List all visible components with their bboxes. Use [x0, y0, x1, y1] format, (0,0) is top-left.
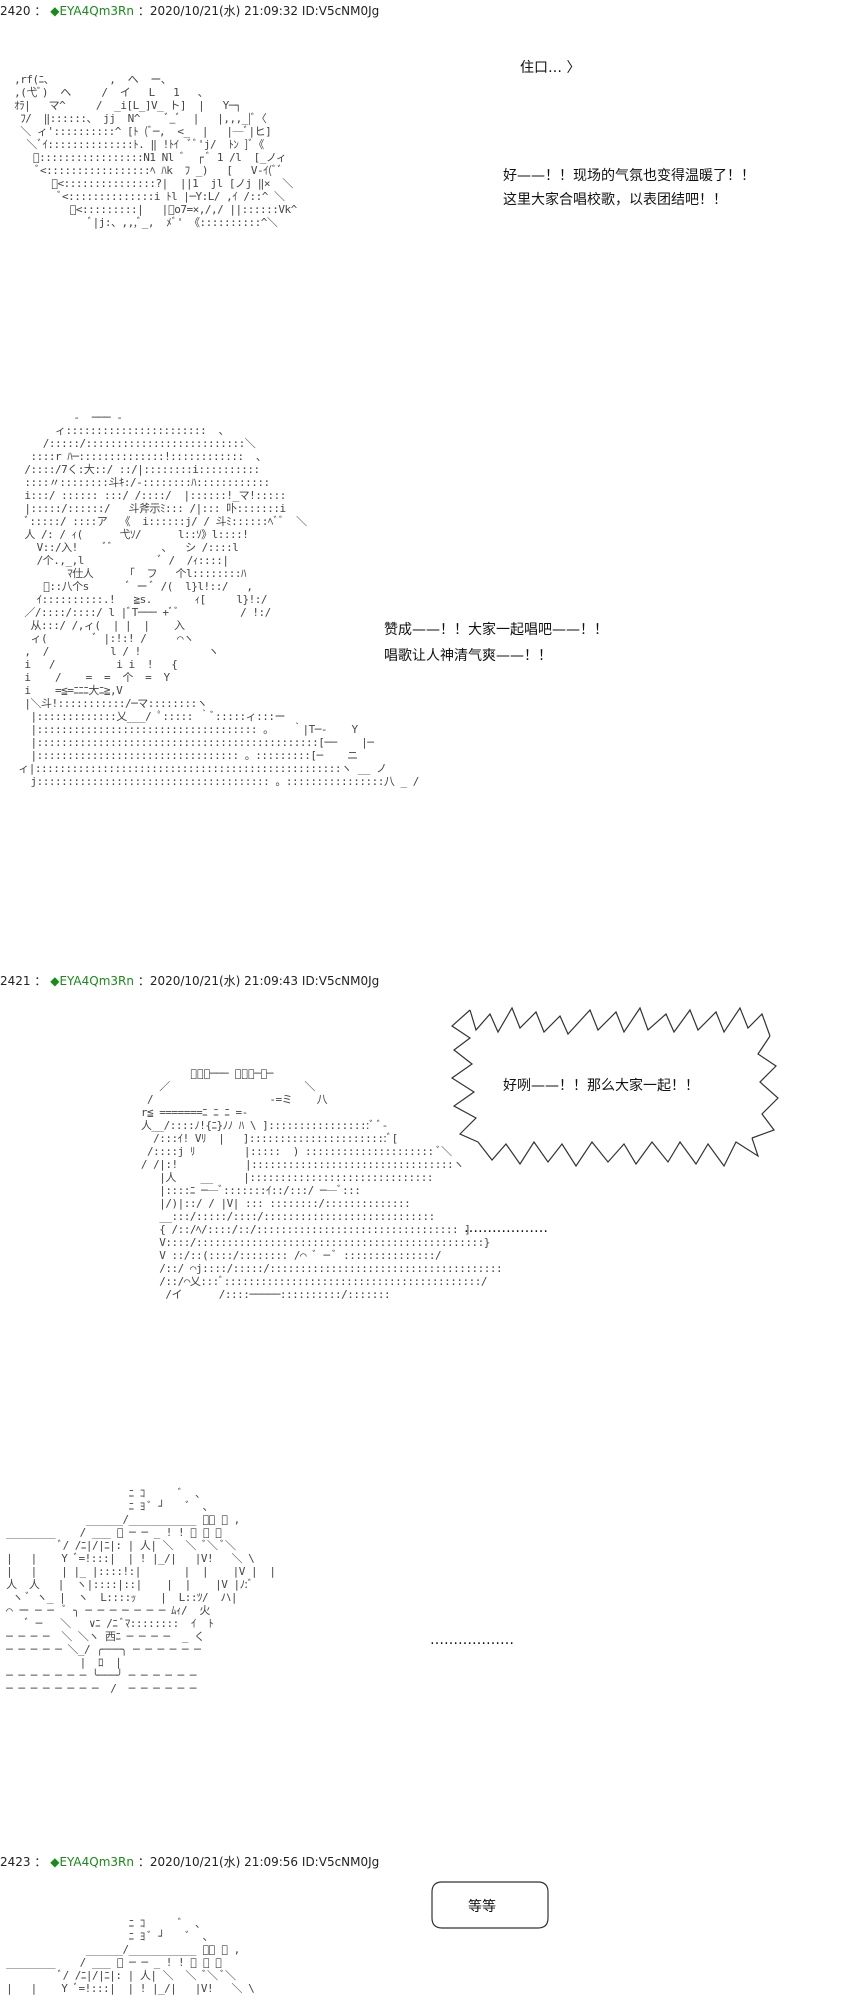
post-number: 2421 — [0, 974, 31, 988]
post-number: 2423 — [0, 1855, 31, 1869]
post-id[interactable]: ID:V5cNM0Jg — [301, 974, 380, 988]
trip-diamond-icon: ◆ — [50, 4, 60, 18]
post-datetime: ：2020/10/21(水) 21:09:43 — [137, 974, 299, 988]
post-header: 2423 ： ◆EYA4Qm3Rn ：2020/10/21(水) 21:09:5… — [0, 1855, 380, 1869]
post-id[interactable]: ID:V5cNM0Jg — [301, 1855, 380, 1869]
post-id[interactable]: ID:V5cNM0Jg — [301, 4, 380, 18]
ellipsis-text: ……………… — [464, 1220, 548, 1236]
post-header: 2420 ： ◆EYA4Qm3Rn ：2020/10/21(水) 21:09:3… — [0, 4, 380, 18]
dialogue-line: 住口… 〉 — [520, 60, 581, 76]
post-datetime: ：2020/10/21(水) 21:09:56 — [137, 1855, 299, 1869]
ellipsis-text: ……………… — [430, 1632, 514, 1648]
dialogue-line: 这里大家合唱校歌，以表团结吧！！ — [503, 192, 727, 208]
post-header: 2421 ： ◆EYA4Qm3Rn ：2020/10/21(水) 21:09:4… — [0, 974, 380, 988]
ascii-art-character: ﾆ ｺ ﾞ 、 ﾆ ﾖ ﾞ ┘ ﾞ 、 ______/___________ ﾞ… — [6, 1487, 276, 1695]
tripcode[interactable]: EYA4Qm3Rn — [59, 974, 134, 988]
spiky-speech-bubble — [450, 1006, 779, 1168]
dialogue-line: 等等 — [468, 1899, 496, 1915]
ascii-art-character: - ─── - ィ::::::::::::::::::::::: 、 /::::… — [18, 411, 419, 788]
dialogue-line: 唱歌让人神清气爽——！！ — [384, 648, 552, 664]
trip-diamond-icon: ◆ — [50, 974, 60, 988]
ascii-art-character: ,rf(ﾆ、 , ヘ ー、 ,(弋ﾞ) ヘ / イ L 1 、 ｵﾗ| マ^ /… — [14, 73, 297, 229]
post-number: 2420 — [0, 4, 31, 18]
ascii-art-character: ﾞﾞﾞ─── ﾞﾞﾞ─ﾞ─ ／ ＼ / -=ミ 八 r≦ =======ﾆ ﾆ … — [140, 1067, 503, 1301]
speech-bubble — [431, 1881, 549, 1929]
ascii-art-character: ﾆ ｺ ﾞ 、 ﾆ ﾖ ﾞ ┘ ﾞ 、 ______/___________ ﾞ… — [6, 1917, 255, 1995]
dialogue-line: 赞成——！！大家一起唱吧——！！ — [384, 622, 608, 638]
dialogue-line: 好——！！现场的气氛也变得温暖了！！ — [503, 168, 755, 184]
tripcode[interactable]: EYA4Qm3Rn — [59, 1855, 134, 1869]
post-datetime: ：2020/10/21(水) 21:09:32 — [137, 4, 299, 18]
tripcode[interactable]: EYA4Qm3Rn — [59, 4, 134, 18]
trip-diamond-icon: ◆ — [50, 1855, 60, 1869]
dialogue-line: 好咧——！！那么大家一起！！ — [503, 1078, 699, 1094]
